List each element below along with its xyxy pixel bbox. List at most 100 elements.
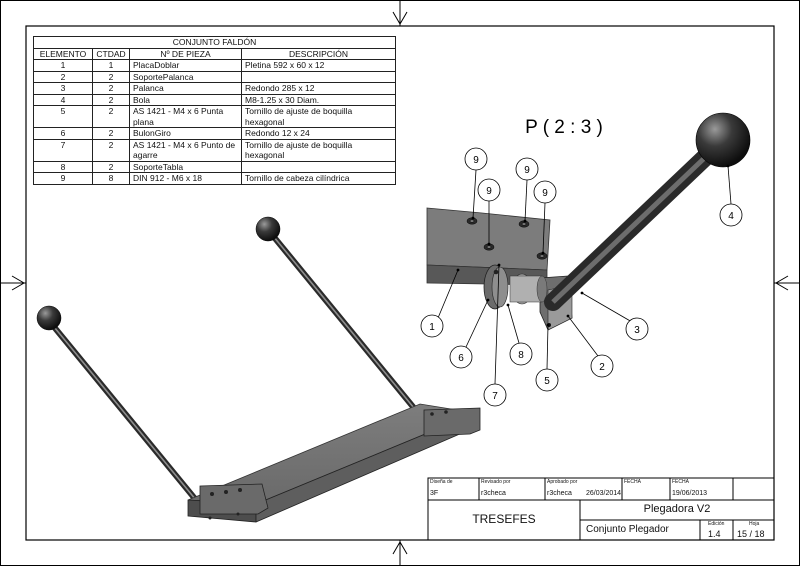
bom-cell-item: 2	[33, 70, 93, 83]
balloon-6: 6	[449, 345, 473, 369]
date2-label: FECHA	[672, 479, 689, 485]
bom-cell-desc: Redondo 12 x 24	[241, 127, 396, 140]
bom-cell-item: 7	[33, 138, 93, 162]
bom-cell-item: 5	[33, 105, 93, 128]
balloon-3: 3	[625, 317, 649, 341]
support-block-top	[426, 207, 551, 271]
bom-cell-qty: 2	[92, 93, 130, 106]
svg-text:8: 8	[518, 350, 524, 361]
bom-cell-desc: Tornillo de ajuste de boquilla hexagonal	[241, 138, 396, 162]
bom-cell-item: 1	[33, 59, 93, 72]
detail-view-p	[426, 112, 751, 331]
svg-text:9: 9	[486, 186, 492, 197]
ball-knob-right	[255, 216, 281, 242]
svg-text:1: 1	[429, 322, 435, 333]
svg-text:7: 7	[492, 391, 498, 402]
bom-cell-qty: 2	[92, 138, 130, 162]
bom-cell-part: PlacaDoblar	[129, 59, 242, 72]
bom-cell-item: 6	[33, 127, 93, 140]
balloon-5: 5	[535, 368, 559, 392]
bom-cell-qty: 2	[92, 127, 130, 140]
designer-value: 3F	[430, 490, 439, 497]
bom-col-descripcion: DESCRIPCIÓN	[241, 47, 396, 60]
bom-cell-part: Palanca	[129, 82, 242, 95]
balloon-8: 8	[509, 342, 533, 366]
detail-label: P ( 2 : 3 )	[525, 117, 603, 138]
svg-text:4: 4	[728, 211, 734, 222]
bom-cell-item: 8	[33, 160, 93, 173]
bom-cell-qty: 2	[92, 70, 130, 83]
bom-cell-desc: Tornillo de cabeza cilíndrica	[241, 172, 396, 185]
bom-col-elemento: ELEMENTO	[33, 47, 93, 60]
bom-cell-part: AS 1421 - M4 x 6 Punto de agarre	[129, 138, 242, 162]
balloon-7: 7	[483, 383, 507, 407]
company-name: TRESEFES	[472, 512, 536, 526]
bom-cell-item: 9	[33, 172, 93, 185]
approver-value: r3checa	[547, 490, 572, 497]
balloon-9a: 9	[464, 147, 488, 171]
date2-value: 19/06/2013	[672, 490, 708, 497]
balloon-1: 1	[420, 314, 444, 338]
svg-text:9: 9	[524, 165, 530, 176]
balloon-2: 2	[590, 354, 614, 378]
sheet-value: 15 / 18	[737, 529, 765, 539]
bom-cell-qty: 2	[92, 160, 130, 173]
assembly-iso-view	[36, 216, 481, 523]
bom-cell-desc: Tornillo de ajuste de boquilla hexagonal	[241, 105, 396, 128]
title-block-frame	[427, 477, 775, 541]
approver-label: Aprobado por	[547, 479, 578, 485]
bom-cell-part: DIN 912 - M6 x 18	[129, 172, 242, 185]
bom-cell-part: Bola	[129, 93, 242, 106]
svg-text:2: 2	[599, 362, 605, 373]
drawing-title: Plegadora V2	[643, 503, 711, 515]
balloon-9d: 9	[533, 180, 557, 204]
designer-label: Diseña de	[430, 479, 453, 485]
reviewer-label: Revisado por	[481, 479, 511, 485]
svg-text:9: 9	[542, 188, 548, 199]
bom-col-pieza: Nº DE PIEZA	[129, 47, 242, 60]
bom-cell-item: 4	[33, 93, 93, 106]
bom-col-ctdad: CTDAD	[92, 47, 130, 60]
bom-cell-desc	[241, 160, 396, 173]
support-block-right	[423, 407, 481, 437]
bom-cell-desc: M8-1.25 x 30 Diam.	[241, 93, 396, 106]
balloon-4: 4	[719, 203, 743, 227]
svg-text:6: 6	[458, 353, 464, 364]
bom-cell-part: SoporteTabla	[129, 160, 242, 173]
bom-cell-part: SoportePalanca	[129, 70, 242, 83]
bom-cell-desc: Redondo 285 x 12	[241, 82, 396, 95]
ball-knob-left	[36, 305, 62, 331]
bom-header-row: ELEMENTO CTDAD Nº DE PIEZA DESCRIPCIÓN	[33, 47, 396, 60]
bom-cell-qty: 1	[92, 59, 130, 72]
bom-cell-desc	[241, 70, 396, 83]
bom-cell-qty: 8	[92, 172, 130, 185]
drawing-subtitle: Conjunto Plegador	[586, 524, 669, 535]
bom-cell-part: AS 1421 - M4 x 6 Punta plana	[129, 105, 242, 128]
bom-cell-qty: 2	[92, 82, 130, 95]
balloon-9c: 9	[515, 157, 539, 181]
edition-value: 1.4	[708, 529, 721, 539]
date1-value: 26/03/2014	[586, 490, 622, 497]
bom-cell-item: 3	[33, 82, 93, 95]
bom-title: CONJUNTO FALDÓN	[33, 36, 396, 49]
svg-text:3: 3	[634, 325, 640, 336]
svg-text:9: 9	[473, 155, 479, 166]
reviewer-value: r3checa	[481, 490, 506, 497]
leader-lines	[437, 165, 732, 385]
bom-cell-desc: Pletina 592 x 60 x 12	[241, 59, 396, 72]
bom-cell-part: BulonGiro	[129, 127, 242, 140]
ball-knob-detail	[695, 112, 751, 168]
balloon-9b: 9	[477, 178, 501, 202]
sheet-label: Hoja	[749, 521, 760, 527]
